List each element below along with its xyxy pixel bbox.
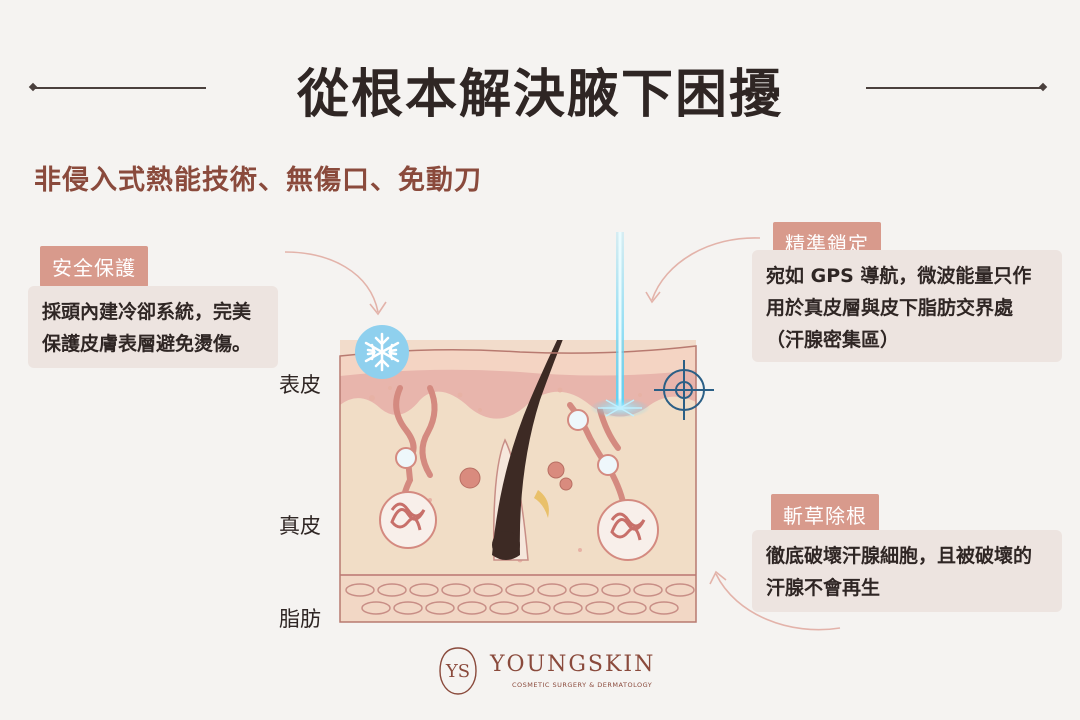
tag-safety: 安全保護 — [40, 246, 148, 287]
arrow-safety — [284, 251, 387, 316]
arrow-root — [709, 570, 841, 631]
microwave-beam — [590, 232, 650, 418]
skin-block — [340, 340, 696, 622]
arrow-precise — [645, 237, 761, 304]
crosshair-target-icon — [654, 360, 714, 420]
card-safety: 採頭內建冷卻系統，完美保護皮膚表層避免燙傷。 — [28, 286, 278, 368]
label-epidermis: 表皮 — [279, 373, 321, 397]
title-rule-right — [866, 87, 1042, 89]
snowflake-icon — [355, 325, 409, 379]
brand-logo-icon: YS — [439, 647, 477, 695]
brand-tagline: COSMETIC SURGERY & DERMATOLOGY — [512, 681, 653, 689]
card-precise: 宛如 GPS 導航，微波能量只作用於真皮層與皮下脂肪交界處（汗腺密集區） — [752, 250, 1062, 362]
page-title: 從根本解決腋下困擾 — [296, 64, 783, 125]
page-subtitle: 非侵入式熱能技術、無傷口、免動刀 — [34, 165, 482, 196]
card-root: 徹底破壞汗腺細胞，且被破壞的汗腺不會再生 — [752, 530, 1062, 612]
brand-monogram: YS — [445, 661, 470, 682]
tag-root: 斬草除根 — [771, 494, 879, 535]
title-rule-left — [34, 87, 206, 89]
brand-name: YOUNGSKIN — [490, 652, 656, 677]
label-fat: 脂肪 — [279, 607, 321, 631]
label-dermis: 真皮 — [279, 514, 321, 538]
